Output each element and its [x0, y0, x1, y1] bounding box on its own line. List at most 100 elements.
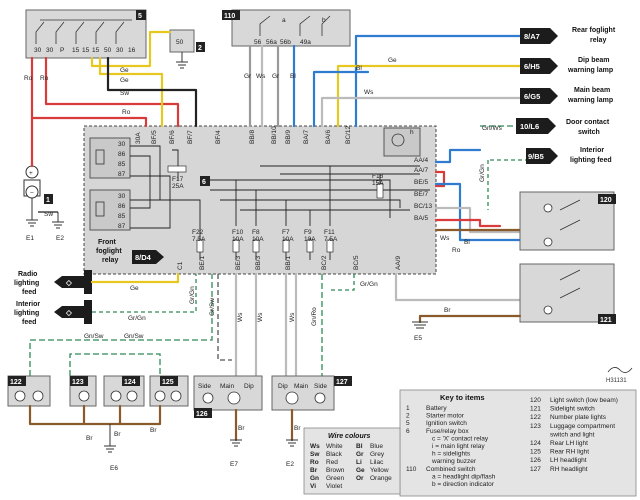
svg-text:15: 15: [92, 47, 100, 54]
svg-text:Gr/Gn: Gr/Gn: [128, 315, 146, 322]
luggage-switch-light: 123: [69, 375, 97, 407]
svg-text:BB/1: BB/1: [285, 256, 292, 270]
svg-text:◇: ◇: [65, 278, 73, 287]
wire-colour-name: Yellow: [370, 467, 389, 474]
arrow-door-contact[interactable]: 10/L6 Door contact switch: [516, 118, 610, 136]
svg-text:Main: Main: [220, 383, 234, 390]
key-item-number: 120: [530, 397, 541, 404]
relay-lower: [89, 189, 131, 231]
svg-text:AA/9: AA/9: [395, 256, 402, 270]
key-item-number: 6: [406, 428, 410, 435]
svg-text:warning lamp: warning lamp: [567, 97, 613, 104]
arrow-interior-lighting[interactable]: 9/B5 Interior lighting feed: [526, 147, 612, 164]
wire-colour-code: Gn: [310, 475, 319, 482]
wire-black-feed: [106, 56, 198, 128]
svg-text:warning lamp: warning lamp: [567, 67, 613, 74]
key-item-text: a = headlight dip/flash: [432, 473, 496, 480]
svg-text:50: 50: [104, 47, 112, 54]
component-tag-1: [44, 194, 53, 204]
svg-text:BC/13: BC/13: [414, 203, 432, 210]
relay-upper: [89, 137, 131, 179]
arrow-interior-lighting-left[interactable]: ◇ Interior lighting feed: [14, 300, 92, 326]
wire-yellow-radio: [90, 272, 180, 284]
svg-text:Ge: Ge: [120, 67, 129, 74]
svg-text:10A: 10A: [304, 236, 316, 243]
e1-earth-symbol: [26, 198, 38, 227]
svg-text:BA/5: BA/5: [414, 215, 428, 222]
svg-text:Dip beam: Dip beam: [578, 57, 610, 64]
svg-text:switch: switch: [578, 129, 600, 136]
svg-text:h: h: [410, 129, 414, 136]
svg-text:9/B5: 9/B5: [528, 152, 544, 161]
svg-text:BB/9: BB/9: [285, 130, 292, 144]
wire-blue-2: [312, 70, 370, 128]
svg-text:Ws: Ws: [256, 73, 266, 80]
svg-text:126: 126: [196, 411, 208, 418]
wire-gnsw-top: [29, 274, 213, 376]
wire-blue-foglight: [354, 34, 522, 128]
wire-colour-code: Li: [356, 459, 362, 466]
svg-text:C1: C1: [177, 261, 184, 270]
svg-text:8/D4: 8/D4: [135, 253, 152, 262]
svg-text:127: 127: [336, 379, 348, 386]
rh-headlight: 127 Dip Main Side: [271, 375, 352, 411]
svg-text:BE/5: BE/5: [414, 179, 428, 186]
key-item-number: 126: [530, 457, 541, 464]
key-item-number: 124: [530, 440, 541, 447]
svg-text:BC/12: BC/12: [345, 126, 352, 144]
svg-text:Br: Br: [114, 431, 121, 438]
svg-text:BF/5: BF/5: [151, 130, 158, 144]
svg-text:6: 6: [202, 179, 206, 186]
svg-text:BE/3: BE/3: [235, 256, 242, 270]
svg-text:Ro: Ro: [24, 75, 33, 82]
svg-text:Gr: Gr: [244, 73, 252, 80]
key-item-number: 2: [406, 413, 410, 420]
svg-text:F17: F17: [172, 176, 184, 183]
svg-text:86: 86: [118, 151, 126, 158]
battery: + −: [23, 165, 41, 199]
front-foglight-arrow[interactable]: 8/D4: [132, 250, 164, 264]
key-item-text: Rear LH light: [550, 440, 588, 447]
connectors-bottom: C1 BE/1 BE/3 BB/3 BB/1 BC/2 BC/5 AA/9: [177, 255, 402, 270]
arrow-radio-lighting[interactable]: ◇ Radio lighting feed: [14, 270, 92, 296]
fuse-f18: F18 15A: [372, 173, 384, 199]
svg-text:E2: E2: [56, 235, 64, 242]
svg-text:56b: 56b: [280, 39, 291, 46]
svg-text:Gr/Gn: Gr/Gn: [479, 164, 486, 182]
key-item-text: Rear RH light: [550, 449, 589, 456]
svg-text:BB/8: BB/8: [249, 130, 256, 144]
arrow-main-beam[interactable]: 6/G5 Main beam warning lamp: [520, 87, 613, 104]
svg-text:15A: 15A: [372, 180, 384, 187]
svg-text:85: 85: [118, 213, 126, 220]
svg-text:30: 30: [46, 47, 54, 54]
svg-text:Ws: Ws: [364, 89, 374, 96]
svg-text:Br: Br: [86, 435, 93, 442]
arrow-rear-foglight[interactable]: 8/A7 Rear foglight relay: [520, 27, 616, 44]
fuse-f7: F7 10A: [282, 229, 294, 253]
wire-colour-code: Or: [356, 475, 364, 482]
svg-text:56a: 56a: [266, 39, 277, 46]
switch110-terms: 56 56a 56b 49a: [254, 39, 311, 46]
wire-colour-name: Black: [326, 451, 343, 458]
svg-text:−: −: [30, 190, 34, 197]
svg-text:Dip: Dip: [244, 383, 254, 390]
svg-text:Gr/Gn: Gr/Gn: [360, 281, 378, 288]
lh-headlight: 126 Side Main Dip: [193, 375, 263, 418]
wire-colour-code: Bl: [356, 443, 363, 450]
wire-colour-name: Red: [326, 459, 338, 466]
svg-text:121: 121: [600, 317, 612, 324]
svg-text:BC/5: BC/5: [353, 255, 360, 270]
wire-colours-box: [303, 427, 401, 495]
svg-text:30: 30: [116, 47, 124, 54]
svg-text:Gn/Sw: Gn/Sw: [84, 333, 104, 340]
svg-text:E6: E6: [110, 465, 118, 472]
key-item-text: Number plate lights: [550, 414, 607, 421]
svg-text:F10: F10: [232, 229, 244, 236]
svg-text:E2: E2: [286, 461, 294, 468]
svg-text:125: 125: [162, 379, 174, 386]
wire-colour-name: Violet: [326, 483, 342, 490]
arrow-dip-beam[interactable]: 6/H5 Dip beam warning lamp: [520, 57, 613, 74]
